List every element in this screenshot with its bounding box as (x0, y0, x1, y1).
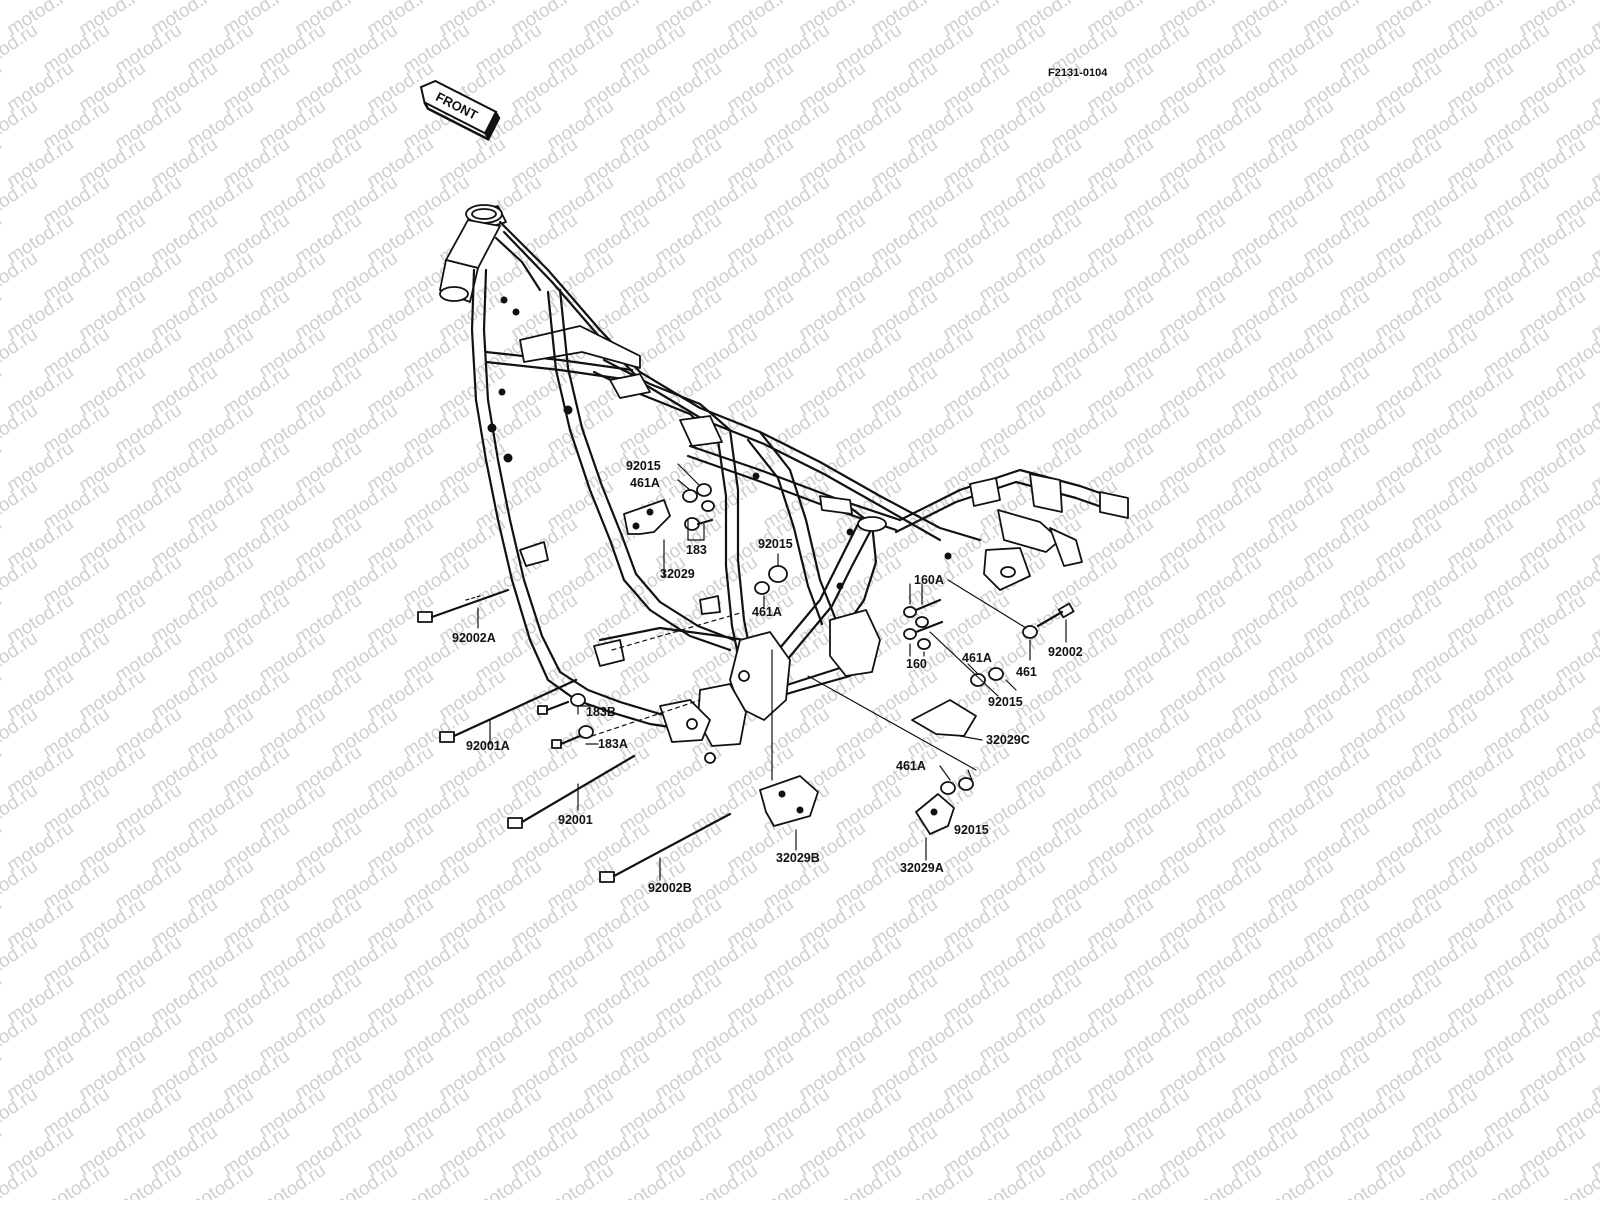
callout-183: 183 (686, 543, 707, 557)
callout-92015-right: 92015 (988, 695, 1023, 709)
callout-160A: 160A (914, 573, 944, 587)
callout-32029B: 32029B (776, 851, 820, 865)
watermark-text: motod.ru (0, 286, 6, 344)
watermark-text: motod.ru (0, 0, 6, 40)
collar-461A-mid (754, 581, 770, 595)
callout-92001A: 92001A (466, 739, 510, 753)
callout-92002: 92002 (1048, 645, 1083, 659)
bracket-32029B (759, 775, 819, 827)
watermark-text: motod.ru (0, 210, 6, 268)
callout-92015-mid: 92015 (758, 537, 793, 551)
watermark-text: motod.ru (0, 818, 6, 876)
callout-461A-low: 461A (896, 759, 926, 773)
callout-160: 160 (906, 657, 927, 671)
callout-92002A: 92002A (452, 631, 496, 645)
callout-92002B: 92002B (648, 881, 692, 895)
callout-92015-top: 92015 (626, 459, 661, 473)
callout-92015-low: 92015 (954, 823, 989, 837)
watermark-text: motod.ru (0, 742, 6, 800)
figure-code: F2131-0104 (1048, 67, 1108, 79)
watermark-text: motod.ru (0, 362, 6, 420)
callout-461: 461 (1016, 665, 1037, 679)
callout-32029: 32029 (660, 567, 695, 581)
watermark-text: motod.ru (0, 514, 6, 572)
callout-183B: 183B (586, 705, 616, 719)
callout-92001: 92001 (558, 813, 593, 827)
collar-461A-right (970, 673, 986, 687)
callout-461A-right: 461A (962, 651, 992, 665)
nut-92015-mid (768, 565, 788, 583)
nut-92015-right (988, 667, 1004, 681)
watermark-text: motod.ru (0, 58, 6, 116)
watermark-text: motod.ru (0, 1046, 6, 1104)
watermark-text: motod.ru (0, 134, 6, 192)
callout-183A: 183A (598, 737, 628, 751)
callout-461A-mid: 461A (752, 605, 782, 619)
watermark-text: motod.ru (0, 590, 6, 648)
watermark-text: motod.ru (0, 970, 6, 1028)
callout-32029C: 32029C (986, 733, 1030, 747)
watermark-text: motod.ru (0, 666, 6, 724)
watermark-text: motod.ru (0, 1122, 6, 1180)
callout-461A-top: 461A (630, 476, 660, 490)
watermark-text: motod.ru (0, 438, 6, 496)
watermark-text: motod.ru (0, 894, 6, 952)
callout-32029A: 32029A (900, 861, 944, 875)
